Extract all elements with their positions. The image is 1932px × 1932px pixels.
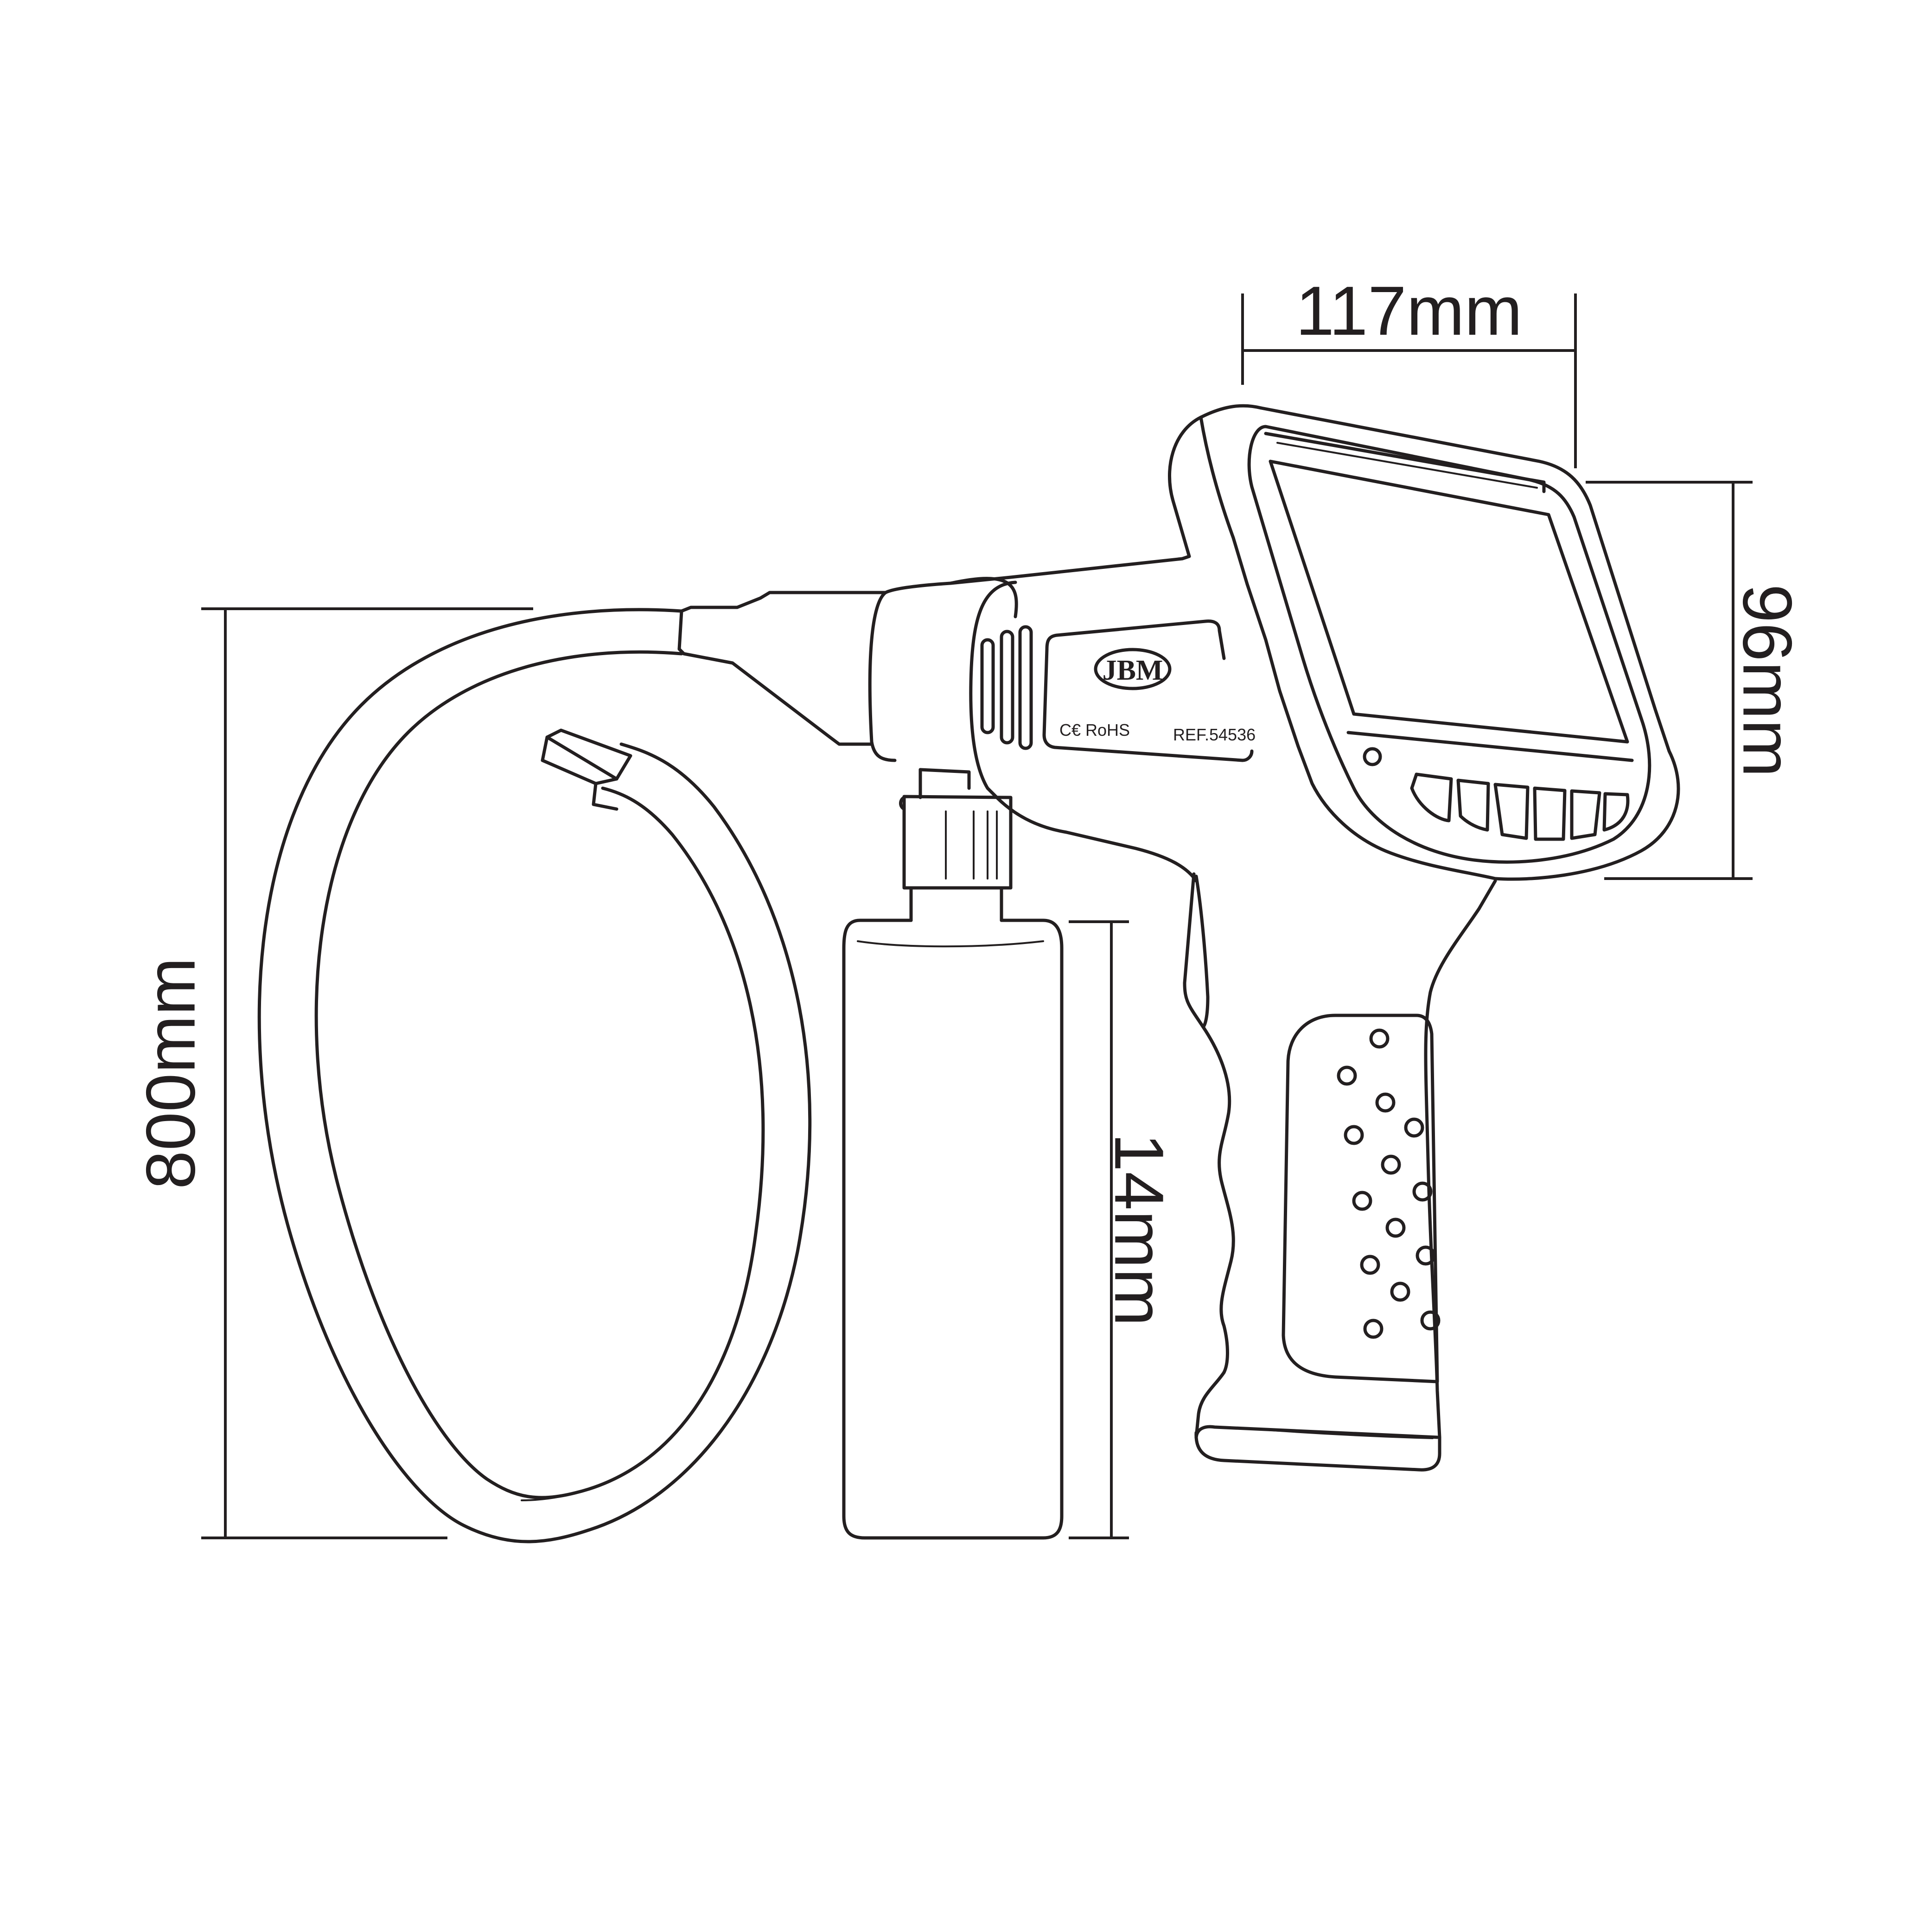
- dimension-bottle-height: 14mm: [1069, 920, 1178, 1539]
- dimension-cable-length: 800mm: [132, 607, 533, 1539]
- brand-name: JBM: [1103, 655, 1163, 686]
- control-button-4[interactable]: [1533, 786, 1567, 841]
- control-button-6[interactable]: [1602, 792, 1630, 832]
- vent-slot-3: [1018, 625, 1033, 750]
- liquid-bottle: [842, 768, 1064, 1540]
- display-screen: [1269, 459, 1629, 744]
- certification-label: C€ RoHS: [1059, 721, 1130, 740]
- power-led-icon: [1363, 747, 1382, 766]
- reference-label: REF.54536: [1173, 725, 1256, 744]
- control-button-1[interactable]: [1410, 772, 1453, 823]
- dimension-width-label: 117mm: [1295, 272, 1522, 350]
- device-body: JBM C€ RoHS REF.54536: [868, 555, 1497, 1472]
- control-buttons[interactable]: [1410, 772, 1630, 841]
- dimension-screen-height: 96mm: [1586, 481, 1806, 880]
- grip-pad: [1282, 1014, 1439, 1384]
- control-button-5[interactable]: [1570, 789, 1601, 840]
- grip-dots: [1337, 1028, 1441, 1339]
- probe-connector: [677, 591, 887, 746]
- dimension-width: 117mm: [1241, 272, 1577, 468]
- control-button-3[interactable]: [1493, 783, 1530, 840]
- vent-slot-1: [980, 638, 995, 734]
- screen-housing: [1168, 404, 1680, 881]
- dimension-bottle-height-label: 14mm: [1100, 1133, 1178, 1326]
- dimension-cable-length-label: 800mm: [132, 957, 210, 1189]
- control-button-2[interactable]: [1456, 778, 1490, 832]
- brand-logo: [1094, 648, 1172, 690]
- vent-slot-2: [1000, 630, 1014, 745]
- probe-cable: [257, 608, 812, 1543]
- dimension-screen-height-label: 96mm: [1728, 584, 1806, 778]
